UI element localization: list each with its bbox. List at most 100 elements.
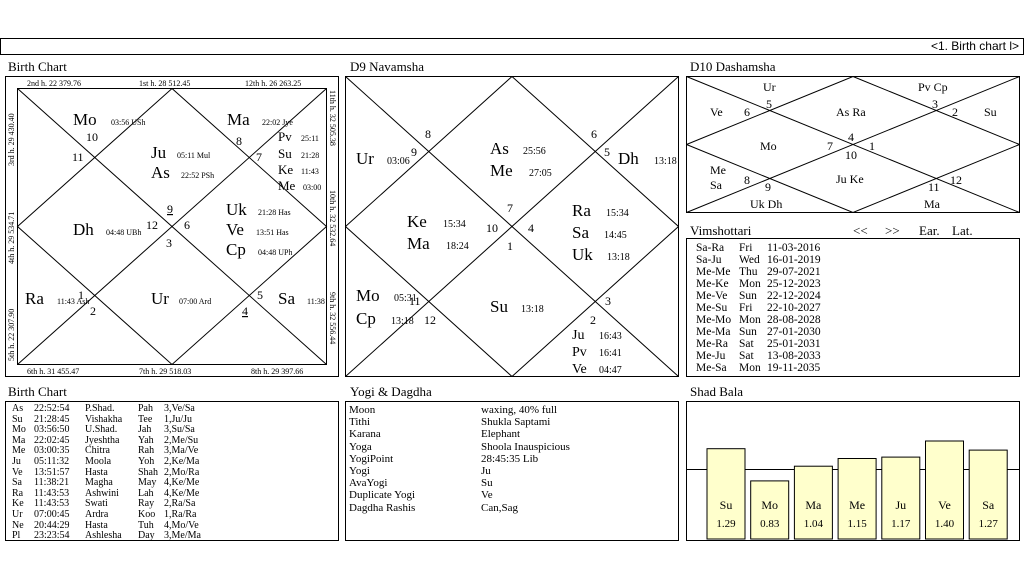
dasha-day: Sat — [739, 350, 754, 362]
svg-text:Ke: Ke — [407, 212, 427, 231]
planet-degree: 22:52:54 — [34, 403, 70, 414]
dasha-date: 22-10-2027 — [767, 302, 821, 314]
svg-text:1: 1 — [78, 288, 84, 302]
planet-name: As — [12, 403, 24, 414]
lat-toggle[interactable]: Lat. — [952, 223, 973, 238]
birth-chart-diagram: 2nd h. 22 379.76 1st h. 28 512.45 12th h… — [5, 76, 339, 377]
svg-text:2: 2 — [952, 105, 958, 119]
svg-text:Mo: Mo — [73, 110, 97, 129]
planet-nakshatra: U.Shad. — [85, 424, 118, 436]
chart-selector[interactable]: <1. Birth chart l> — [930, 39, 1019, 53]
planet-nakshatra: Swati — [85, 498, 108, 510]
next-period-button[interactable]: >> — [885, 223, 900, 238]
planet-nakshatra: Jyeshtha — [85, 434, 120, 446]
planet-name: Ma — [12, 434, 26, 446]
shad-bala-value-label: 1.27 — [979, 518, 999, 530]
svg-text:6: 6 — [591, 127, 597, 141]
svg-text:11:38: 11:38 — [307, 297, 325, 306]
planet-syllable: Yah — [138, 434, 154, 446]
svg-text:Pv: Pv — [278, 129, 292, 144]
dasha-lords: Me-Me — [696, 266, 731, 278]
shad-bala-category-label: Ju — [895, 498, 906, 512]
svg-text:18:24: 18:24 — [446, 241, 469, 252]
svg-text:4: 4 — [528, 221, 534, 235]
svg-text:04:47: 04:47 — [599, 365, 622, 376]
planet-syllable: May — [138, 477, 157, 489]
svg-text:11: 11 — [928, 180, 940, 194]
svg-text:6: 6 — [744, 105, 750, 119]
svg-text:Sa: Sa — [572, 223, 589, 242]
svg-text:Mo: Mo — [760, 139, 777, 153]
svg-text:As Ra: As Ra — [836, 105, 866, 119]
dasha-date: 16-01-2019 — [767, 254, 821, 266]
planet-pada-lords: 2,Ke/Ma — [164, 456, 200, 467]
svg-text:11:43 Ash: 11:43 Ash — [57, 297, 89, 306]
house-4-label: 4th h. 29 534.71 — [7, 212, 16, 264]
planet-syllable: Shah — [138, 466, 158, 478]
planet-syllable: Ray — [138, 498, 155, 510]
planet-nakshatra: Ashlesha — [85, 530, 122, 542]
svg-text:Dh: Dh — [73, 220, 94, 239]
svg-text:15:34: 15:34 — [606, 208, 629, 219]
svg-text:16:41: 16:41 — [599, 348, 622, 359]
planet-syllable: Tuh — [138, 519, 154, 531]
dasha-day: Mon — [739, 314, 761, 326]
planet-nakshatra: P.Shad. — [85, 403, 115, 414]
dasha-lords: Me-Ke — [696, 278, 729, 290]
yogi-label: Yogi — [349, 465, 370, 477]
house-3-label: 3rd h. 29 430.40 — [7, 113, 16, 166]
prev-period-button[interactable]: << — [853, 223, 868, 238]
planet-nakshatra: Magha — [85, 477, 113, 489]
svg-text:05:31: 05:31 — [394, 293, 417, 304]
ear-toggle[interactable]: Ear. — [919, 223, 940, 238]
planet-syllable: Koo — [138, 509, 156, 520]
planet-nakshatra: Chitra — [85, 445, 110, 457]
house-2-label: 2nd h. 22 379.76 — [27, 79, 81, 88]
svg-text:7: 7 — [507, 201, 513, 215]
svg-text:8: 8 — [236, 134, 242, 148]
shad-bala-bar-su — [706, 448, 746, 540]
svg-text:1: 1 — [507, 239, 513, 253]
dasha-lords: Me-Ve — [696, 290, 728, 302]
shad-bala-chart: Su1.29Mo0.83Ma1.04Me1.15Ju1.17Ve1.40Sa1.… — [686, 401, 1020, 541]
svg-text:04:48 UPh: 04:48 UPh — [258, 248, 292, 257]
svg-text:21:28 Has: 21:28 Has — [258, 208, 291, 217]
dasha-lords: Me-Su — [696, 302, 728, 314]
svg-text:7: 7 — [827, 139, 833, 153]
svg-text:13:51 Has: 13:51 Has — [256, 228, 289, 237]
house-12-label: 12th h. 26 263.25 — [245, 79, 301, 88]
svg-text:Mo: Mo — [356, 286, 380, 305]
planet-syllable: Lah — [138, 487, 154, 499]
shad-bala-category-label: Ma — [805, 498, 822, 512]
svg-text:3: 3 — [932, 97, 938, 111]
svg-text:Ra: Ra — [25, 289, 44, 308]
svg-text:Ra: Ra — [572, 201, 591, 220]
yogi-label: Yoga — [349, 440, 372, 453]
svg-text:07:00 Ard: 07:00 Ard — [179, 297, 211, 306]
shad-bala-bar-mo — [750, 480, 790, 540]
svg-text:Me: Me — [490, 161, 513, 180]
svg-text:Su: Su — [984, 105, 997, 119]
svg-text:27:05: 27:05 — [529, 168, 552, 179]
yogi-value: Shukla Saptami — [481, 416, 551, 429]
svg-text:Ur: Ur — [763, 80, 776, 94]
svg-text:21:28: 21:28 — [301, 151, 319, 160]
dasha-lords: Me-Mo — [696, 314, 732, 326]
planet-name: Ur — [12, 509, 23, 520]
